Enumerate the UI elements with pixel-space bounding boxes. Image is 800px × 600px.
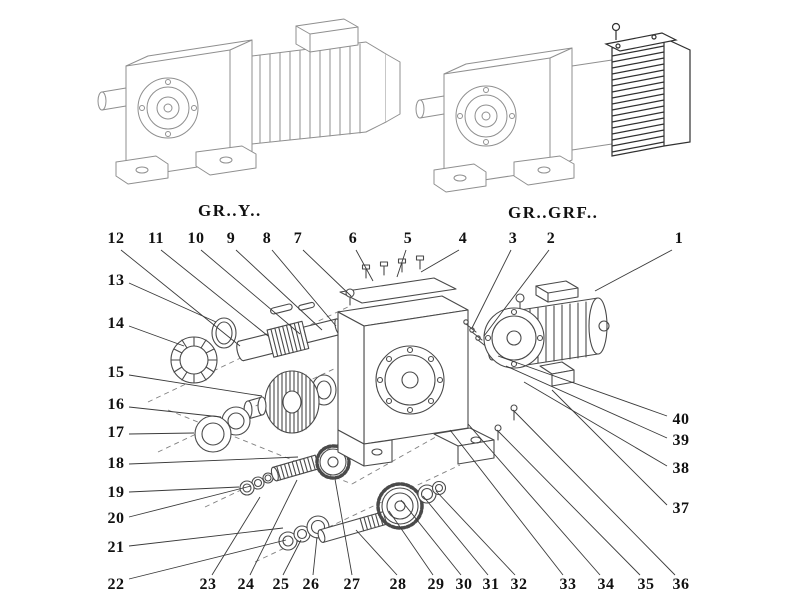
- callout-29: 29: [427, 576, 445, 593]
- callout-18: 18: [107, 455, 125, 472]
- callout-9: 9: [226, 230, 236, 247]
- callout-14: 14: [107, 315, 125, 332]
- callout-12: 12: [107, 230, 125, 247]
- callout-25: 25: [272, 576, 290, 593]
- callout-23: 23: [199, 576, 217, 593]
- gear-housing: [337, 295, 495, 467]
- gearmotor-gr-grf-illustration: [415, 47, 613, 193]
- callout-17: 17: [107, 424, 125, 441]
- callout-35: 35: [637, 576, 655, 593]
- bearing-set: [194, 396, 267, 453]
- callout-16: 16: [107, 396, 125, 413]
- callout-28: 28: [389, 576, 407, 593]
- callout-1: 1: [674, 230, 684, 247]
- callout-36: 36: [672, 576, 690, 593]
- callout-8: 8: [262, 230, 272, 247]
- callout-6: 6: [348, 230, 358, 247]
- variant-label-gr-grf: GR..GRF..: [508, 203, 599, 222]
- callout-13: 13: [107, 272, 125, 289]
- variant-label-gr-y: GR..Y..: [198, 201, 262, 220]
- callout-10: 10: [187, 230, 205, 247]
- callout-40: 40: [672, 411, 690, 428]
- callout-3: 3: [508, 230, 518, 247]
- callout-30: 30: [455, 576, 473, 593]
- callout-37: 37: [672, 500, 690, 517]
- callout-22: 22: [107, 576, 125, 593]
- fan-block-illustration: [604, 22, 691, 157]
- gearmotor-gr-y-illustration: [97, 18, 401, 185]
- callout-21: 21: [107, 539, 125, 556]
- callout-26: 26: [302, 576, 320, 593]
- callout-2: 2: [546, 230, 556, 247]
- callout-34: 34: [597, 576, 615, 593]
- callout-11: 11: [147, 230, 165, 247]
- callout-15: 15: [107, 364, 125, 381]
- callout-27: 27: [343, 576, 361, 593]
- ribbed-gear: [264, 370, 337, 434]
- callout-24: 24: [237, 576, 255, 593]
- callout-20: 20: [107, 510, 125, 527]
- callout-39: 39: [672, 432, 690, 449]
- callout-32: 32: [510, 576, 528, 593]
- callout-7: 7: [293, 230, 303, 247]
- callout-33: 33: [559, 576, 577, 593]
- callout-31: 31: [482, 576, 500, 593]
- callout-5: 5: [403, 230, 413, 247]
- callout-38: 38: [672, 460, 690, 477]
- callout-19: 19: [107, 484, 125, 501]
- callout-4: 4: [458, 230, 468, 247]
